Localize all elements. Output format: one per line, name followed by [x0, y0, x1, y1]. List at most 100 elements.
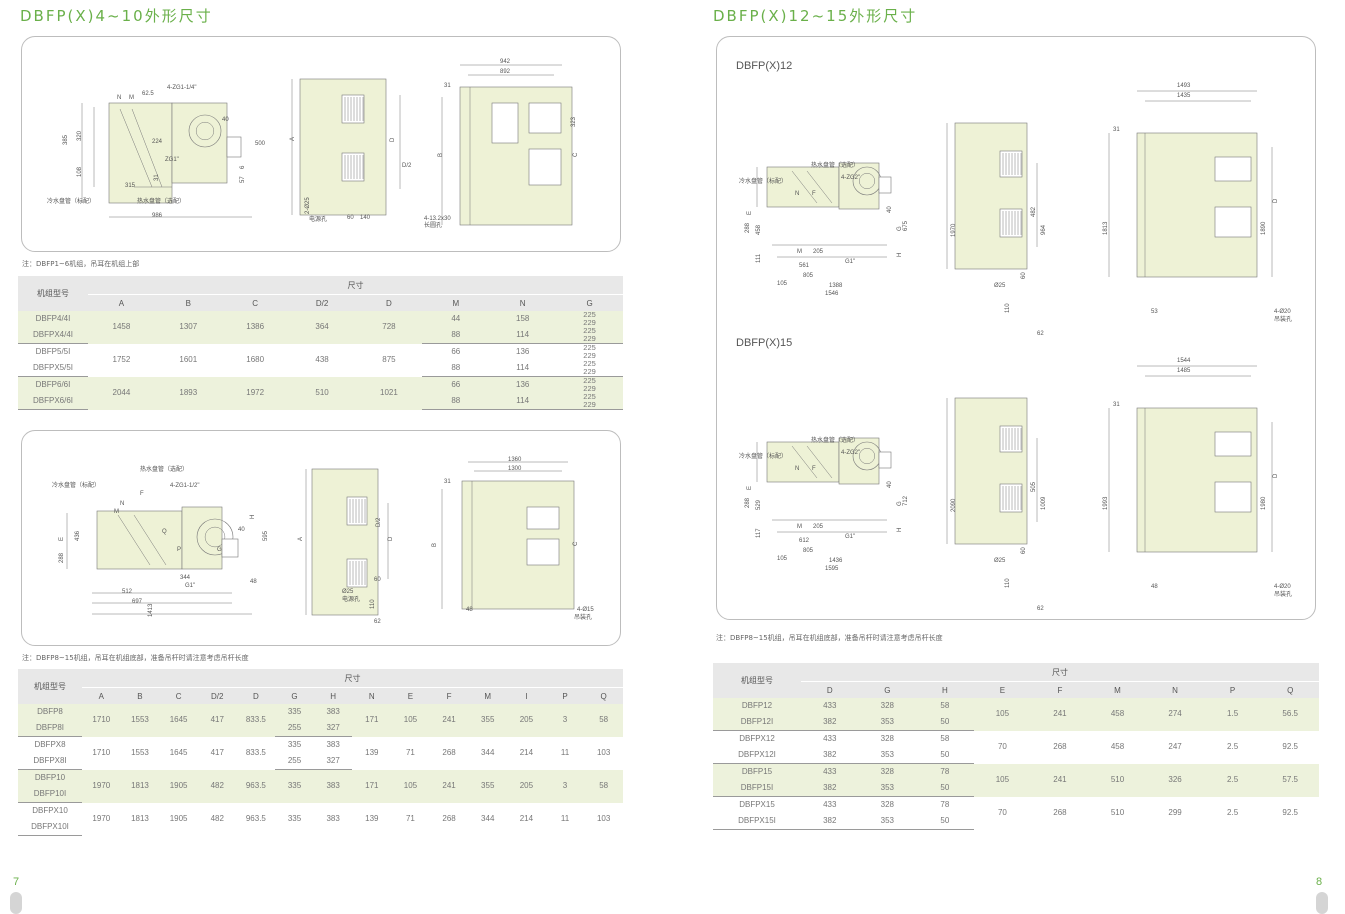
table-cell: 1893 — [154, 376, 222, 410]
unit-outline — [1136, 132, 1258, 278]
table-cell: 247 — [1168, 742, 1182, 751]
column-header: G — [556, 294, 623, 311]
dimension-label: 2090 — [951, 498, 957, 512]
dimension-label: 288 — [59, 552, 65, 563]
table-cell: 58 — [584, 769, 623, 803]
left-page-title: DBFP(X)4~10外形尺寸 — [20, 7, 213, 25]
dimension-label: 31 — [1113, 402, 1120, 408]
table-cell: 88 — [422, 360, 490, 377]
dimension-label: 805 — [803, 548, 814, 554]
table-cell: 3 — [545, 769, 585, 803]
dimension-label: 4-Ø20 — [1274, 584, 1291, 590]
table-cell: 482 — [197, 769, 237, 803]
dimension-label: 60 — [347, 215, 354, 221]
table-cell: 105 — [973, 698, 1032, 731]
scroll-handle-left[interactable] — [10, 892, 22, 914]
dimension-label: 60 — [374, 577, 381, 583]
dimension-label: 108 — [77, 166, 83, 177]
size-column-header: 尺寸 — [801, 663, 1319, 682]
table-cell: 58 — [940, 734, 950, 743]
table-cell: 255 — [275, 720, 314, 737]
dimension-label: A — [298, 537, 304, 541]
dimension-label: 31 — [444, 83, 451, 89]
table-cell: 353 — [858, 780, 917, 797]
dimension-label: D/2 — [376, 517, 382, 527]
dimension-label: G1" — [845, 259, 855, 265]
column-header: G — [275, 687, 314, 704]
table-cell: 1970 — [82, 769, 121, 803]
dimension-label: 4-ZG2" — [841, 175, 860, 181]
panel-slot — [526, 506, 560, 530]
dimension-label: 505 — [1031, 481, 1037, 492]
dimension-label: 62 — [374, 619, 381, 625]
table-cell: 88 — [422, 393, 490, 410]
table-cell: 58 — [584, 704, 623, 737]
note-dbfp1-6: 注：DBFP1~6机组，吊耳在机组上部 — [22, 260, 140, 268]
column-header: N — [489, 294, 557, 311]
table-cell: DBFP15 — [713, 763, 801, 780]
table-cell: 1813 — [120, 769, 160, 803]
dimension-label: 205 — [813, 249, 824, 255]
table-cell: 92.5 — [1282, 808, 1298, 817]
table-cell: 2044 — [88, 376, 155, 410]
scroll-handle-right[interactable] — [1316, 892, 1328, 914]
dimension-label: P — [177, 547, 181, 553]
table-cell: 458 — [1110, 742, 1125, 751]
dimension-label: Ø25 — [994, 558, 1006, 564]
column-header: P — [1203, 681, 1262, 698]
table-cell: DBFP10I — [18, 786, 82, 803]
table-cell: 70 — [997, 742, 1007, 751]
table-cell: 268 — [1053, 808, 1067, 817]
table-cell: 255 — [275, 753, 314, 770]
dimension-label: 1544 — [1177, 358, 1191, 364]
table-cell: 241 — [429, 769, 469, 803]
dimension-label: 1485 — [1177, 368, 1191, 374]
dimension-label: 4-ZG1-1/2" — [170, 483, 199, 489]
dimension-label: C — [573, 541, 579, 546]
dimension-label: 冷水盘管（标配） — [47, 197, 95, 205]
note-dbfp8-15-right: 注：DBFP8~15机组，吊耳在机组底部，准备吊杆时请注意考虑吊杆长度 — [716, 634, 943, 642]
column-header: C — [159, 687, 198, 704]
column-header: F — [1031, 681, 1089, 698]
dimension-label: 1388 — [829, 283, 843, 289]
table-row: DBFPX10I — [18, 819, 623, 836]
dimension-label: 62 — [1037, 606, 1044, 612]
table-cell: 56.5 — [1261, 698, 1319, 731]
table-cell: 510 — [1110, 808, 1125, 817]
dimension-label: 电源孔 — [309, 215, 327, 223]
dimension-label: 62.5 — [142, 91, 154, 97]
unit-outline — [766, 166, 840, 208]
dimension-label: 458 — [756, 224, 762, 235]
dimension-label: 4-Ø20 — [1274, 309, 1291, 315]
dimension-label: 吊装孔 — [1274, 315, 1292, 323]
fan-wheel — [859, 448, 875, 464]
dimension-label: 323 — [571, 116, 577, 127]
table-cell: 44 — [422, 311, 490, 327]
dimension-label: 热水盘管（选配） — [811, 161, 859, 169]
dimension-label: 62 — [1037, 331, 1044, 337]
dimension-label: 892 — [500, 69, 511, 75]
table-cell: DBFP8 — [18, 704, 82, 720]
table-cell: 241 — [1031, 698, 1089, 731]
table-cell: 417 — [210, 748, 224, 757]
dimension-label: Ø25 — [994, 283, 1006, 289]
dimension-label: H — [897, 253, 903, 257]
dimension-label: 电源孔 — [342, 595, 360, 603]
table-cell: 328 — [858, 763, 917, 780]
table-cell: 66 — [451, 347, 461, 356]
table-cell: 171 — [352, 704, 392, 737]
table-cell: 1645 — [169, 748, 188, 757]
dimension-label: 4-Ø15 — [577, 607, 594, 613]
table-cell: 353 — [858, 747, 917, 764]
dimension-label: 吊装孔 — [574, 613, 592, 621]
table-cell: 963.5 — [236, 769, 276, 803]
table-cell: 214 — [519, 814, 534, 823]
table-cell: 482 — [210, 814, 224, 823]
